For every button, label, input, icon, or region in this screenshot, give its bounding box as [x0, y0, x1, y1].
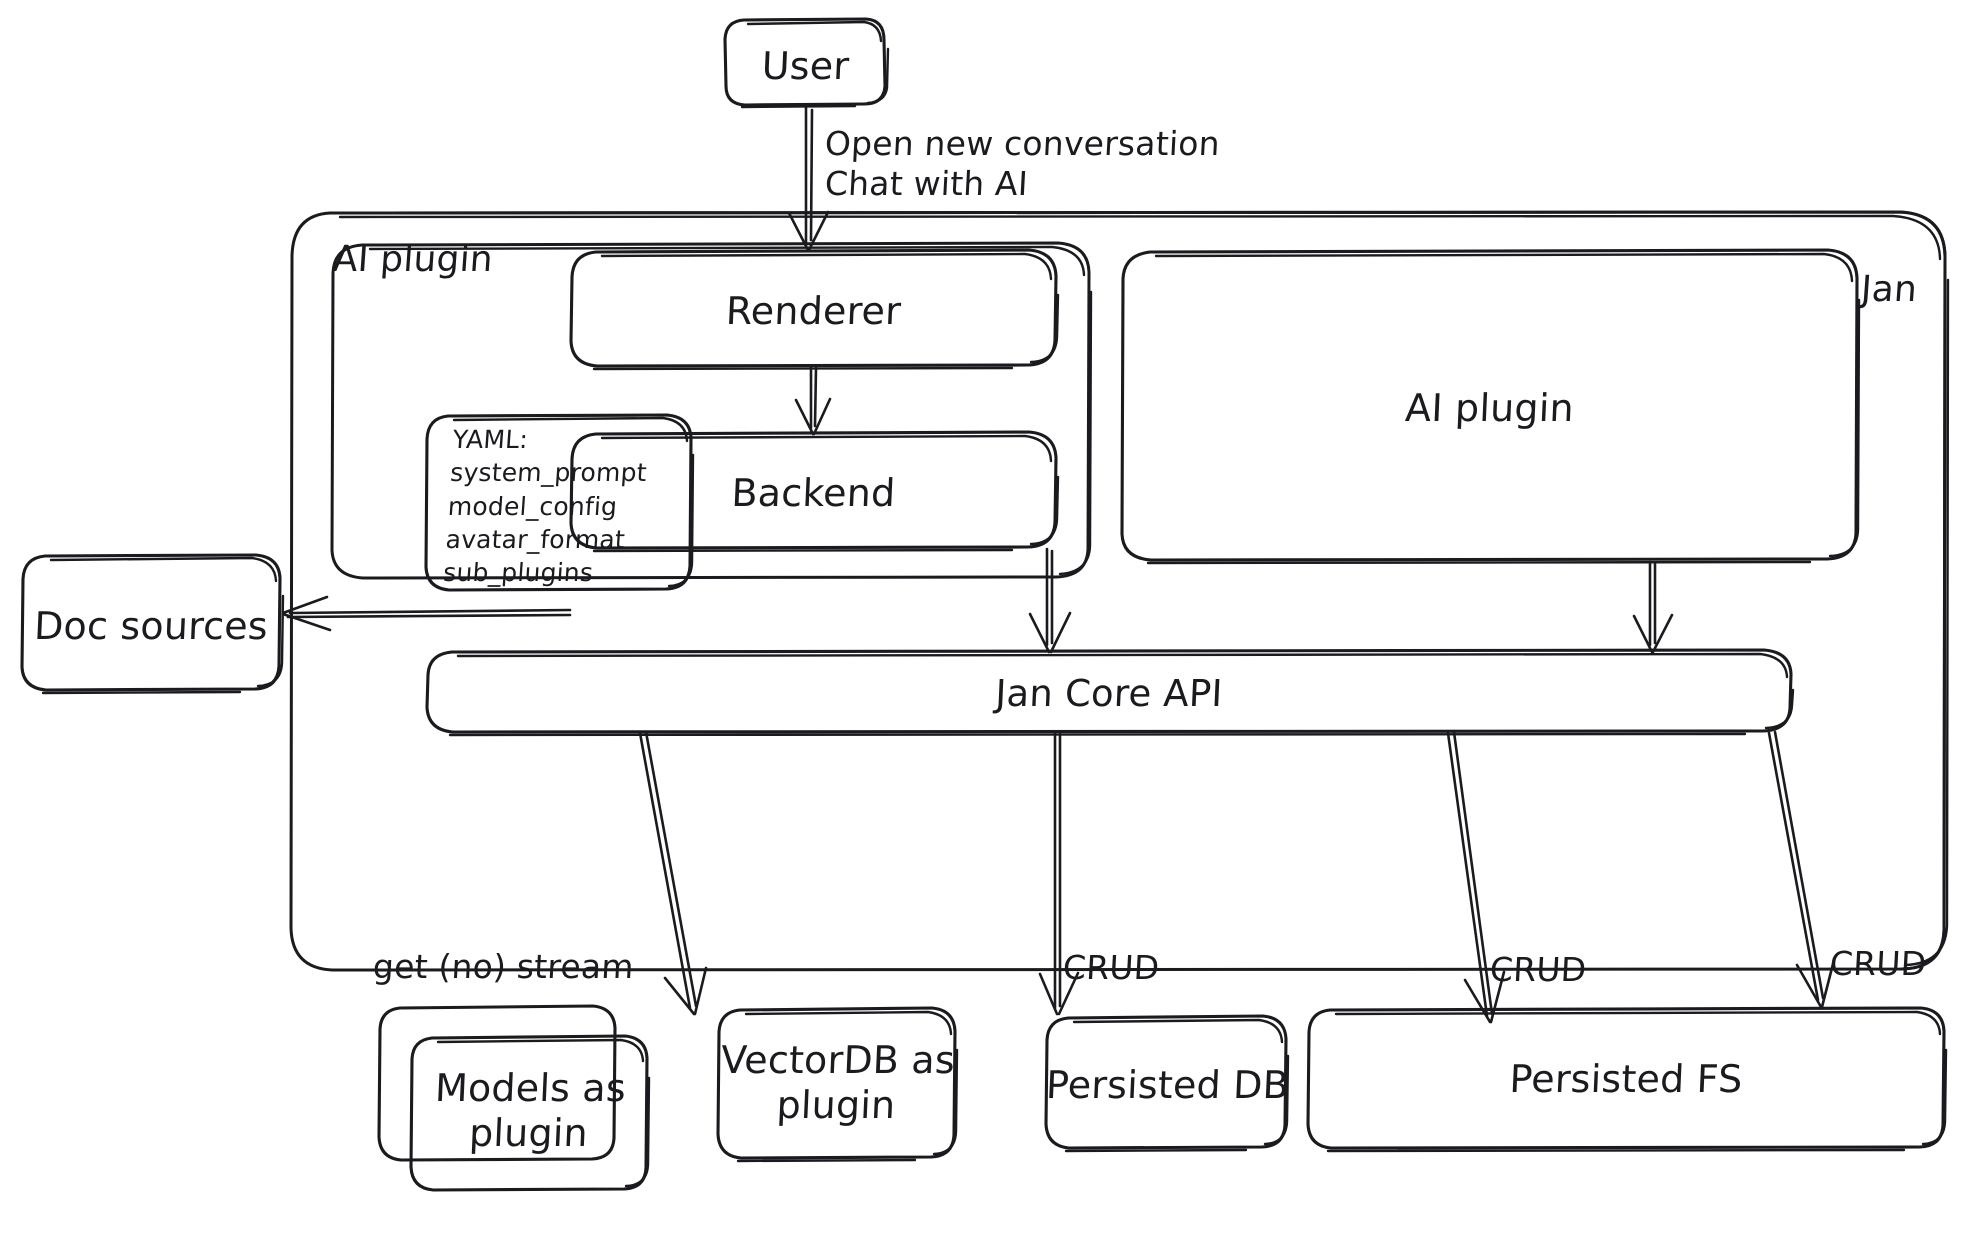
- renderer-node-shape[interactable]: [569, 248, 1060, 371]
- ai-plugin-node-shape[interactable]: [1120, 248, 1861, 565]
- edge-backend-to-core-api: [1028, 547, 1072, 654]
- persisted-db-node-shape[interactable]: [1044, 1014, 1290, 1153]
- persisted-db-node-label: Persisted DB: [1045, 1063, 1290, 1107]
- edge-label-get-no-stream: get (no) stream: [372, 947, 635, 986]
- edge-core-api-to-models: [638, 730, 708, 1016]
- doc-sources-node-shape[interactable]: [20, 553, 285, 695]
- user-node-shape[interactable]: [723, 17, 890, 109]
- vectordb-plugin-node-label: VectorDB as plugin: [720, 1038, 956, 1127]
- edge-label-user-to-renderer-line1: Open new conversation: [824, 124, 1221, 163]
- edge-core-api-to-persisted-db: [1446, 730, 1506, 1024]
- edge-core-api-to-vectordb: [1038, 731, 1080, 1016]
- edge-renderer-to-backend: [794, 364, 832, 436]
- models-plugin-node-label: Models as plugin: [434, 1066, 627, 1155]
- jan-core-api-node-shape[interactable]: [425, 648, 1795, 737]
- doc-sources-node-label: Doc sources: [33, 604, 269, 648]
- edge-ai-plugin-to-core-api: [1632, 560, 1674, 654]
- persisted-fs-node-shape[interactable]: [1306, 1006, 1948, 1153]
- jan-container-label: Jan: [1859, 269, 1919, 310]
- backend-node-shape[interactable]: [569, 430, 1060, 553]
- user-node-label: User: [760, 44, 851, 88]
- edge-label-crud-vectordb: CRUD: [1062, 948, 1161, 987]
- edge-core-api-to-persisted-fs: [1767, 730, 1836, 1009]
- backend-node-label: Backend: [730, 471, 897, 515]
- renderer-node-label: Renderer: [725, 289, 902, 333]
- ai-plugin-container-shape[interactable]: [330, 241, 1093, 580]
- edge-label-crud-persisted-db: CRUD: [1489, 950, 1588, 989]
- vectordb-plugin-node-shape[interactable]: [716, 1006, 959, 1163]
- edge-label-crud-persisted-fs: CRUD: [1829, 944, 1928, 983]
- edge-backend-to-doc-sources: [281, 595, 572, 632]
- jan-core-api-node-label: Jan Core API: [994, 672, 1224, 715]
- persisted-fs-node-label: Persisted FS: [1508, 1057, 1744, 1101]
- edge-label-user-to-renderer-line2: Chat with AI: [824, 164, 1029, 203]
- models-plugin-node-shape[interactable]: [377, 1004, 651, 1192]
- edge-user-to-renderer: [787, 105, 830, 252]
- ai-plugin-container-label: AI plugin: [331, 239, 495, 280]
- jan-container-shape[interactable]: [289, 210, 1950, 972]
- ai-plugin-node-label: AI plugin: [1404, 386, 1575, 430]
